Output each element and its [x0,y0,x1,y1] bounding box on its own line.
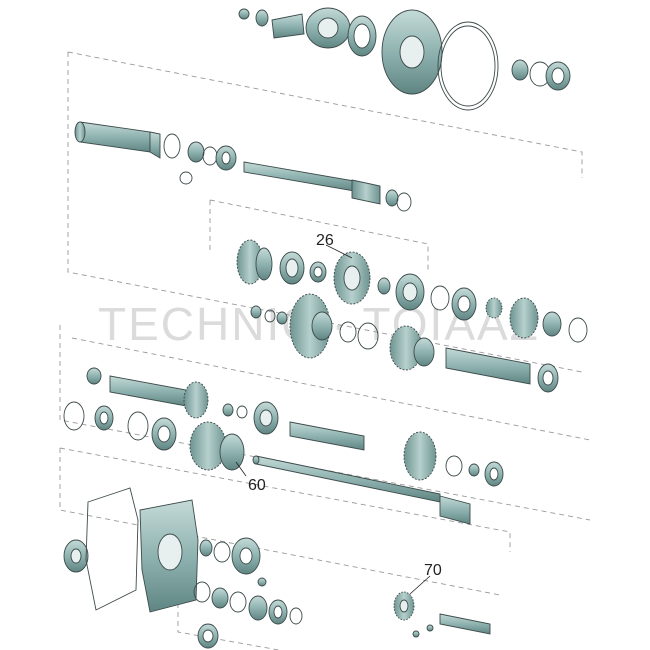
callout-label-26: 26 [316,232,334,249]
gear-row-middle [250,293,559,393]
callout-label-70: 70 [424,562,442,579]
callout-60: 60 [235,461,266,494]
callout-label-60: 60 [248,477,266,494]
pinion-group [393,591,491,638]
callout-26: 26 [316,232,353,259]
output-shaft-group [252,431,504,525]
callout-70: 70 [409,562,442,595]
input-shaft-group [74,121,412,212]
bottom-housing-group [63,487,303,649]
countershaft-group [63,367,365,471]
input-cover-group [238,7,571,111]
assembly-frames [59,51,591,650]
gear-row-upper [236,239,588,343]
